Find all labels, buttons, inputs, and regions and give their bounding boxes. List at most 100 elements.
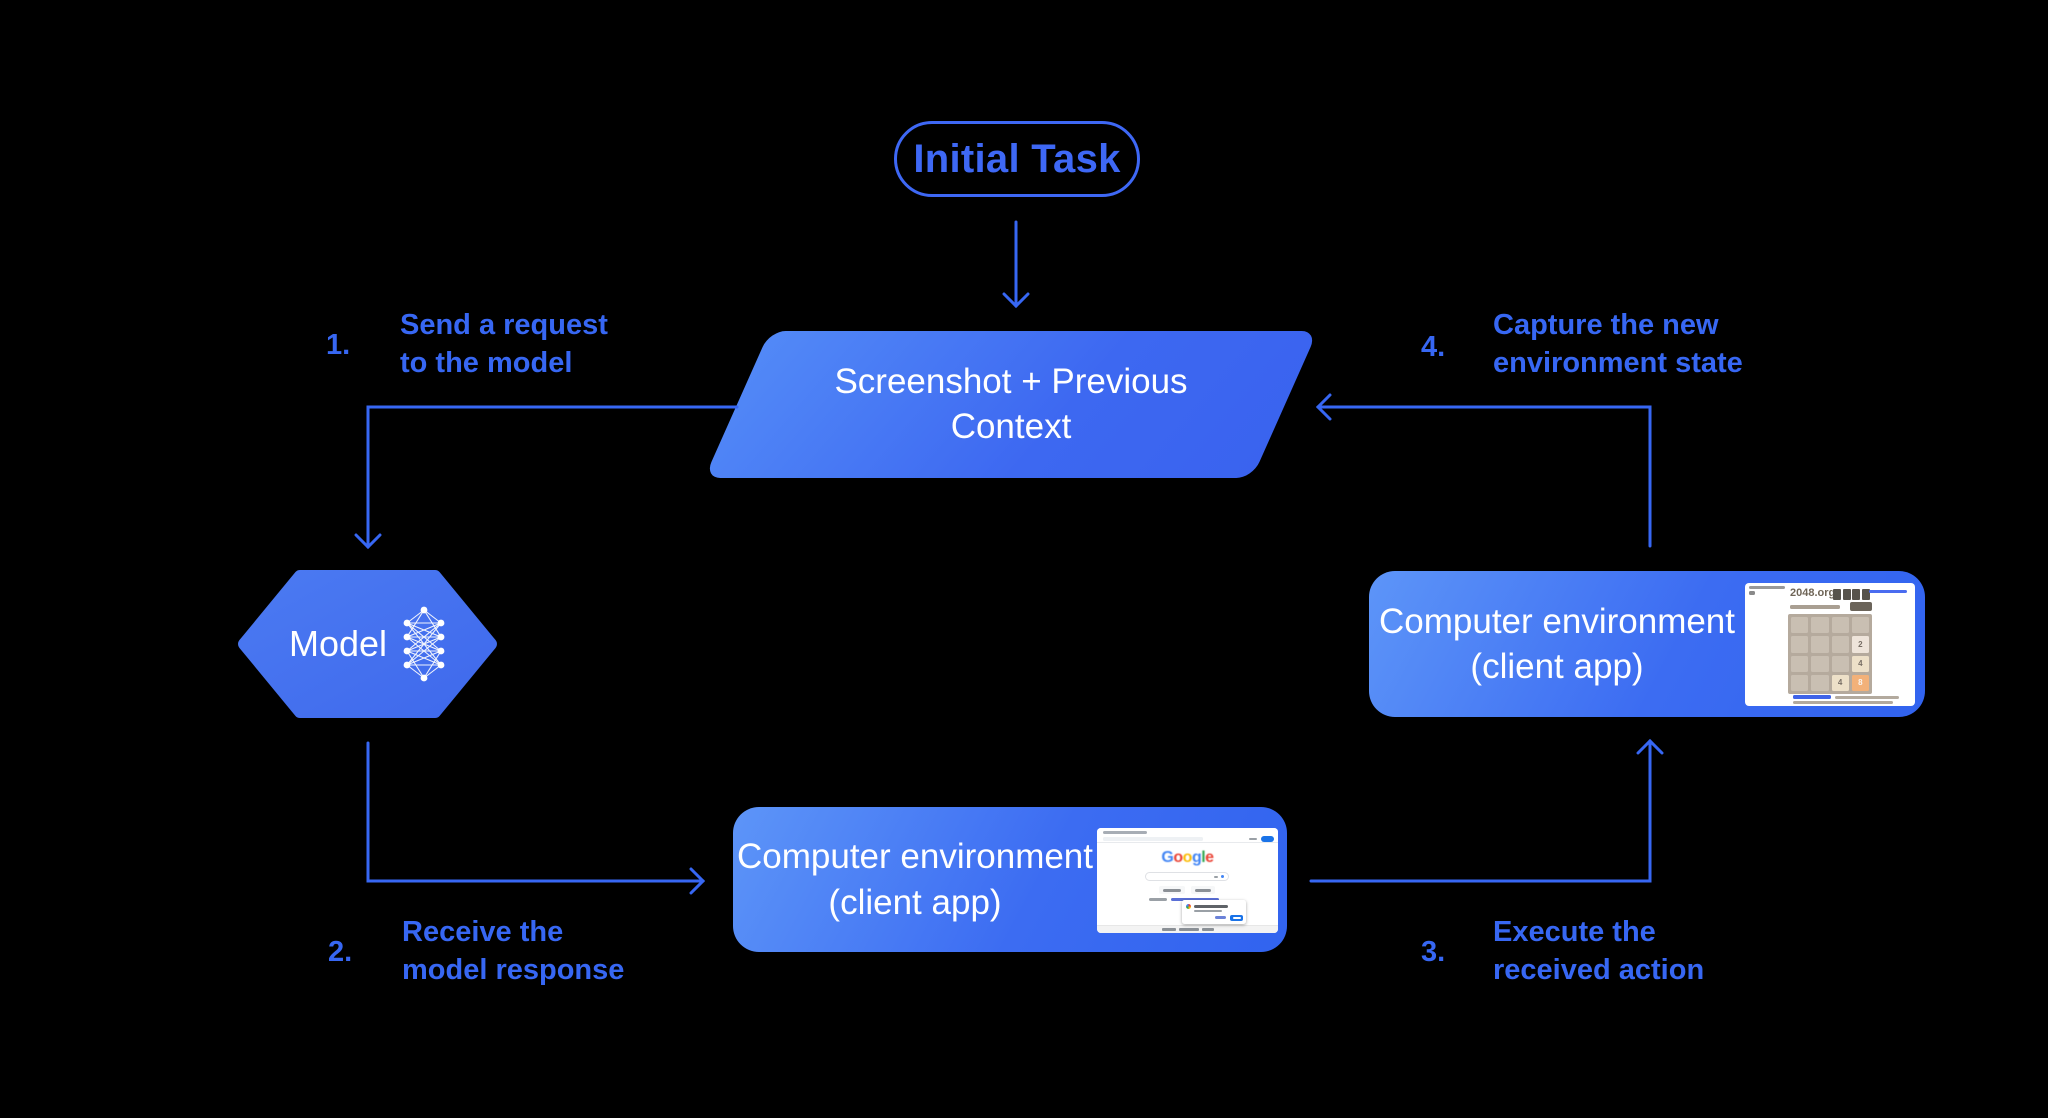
header-links (1869, 590, 1907, 593)
step-1-line1: Send a request (400, 309, 608, 341)
google-search-input (1145, 872, 1229, 881)
button-text (1163, 889, 1181, 892)
google-search-button (1159, 886, 1185, 894)
sign-in-button-text (1232, 916, 1241, 919)
google-logo-letter: e (1205, 849, 1214, 866)
empty-cell (1811, 674, 1829, 691)
env-right-line1: Computer environment (1379, 601, 1735, 641)
step-4-line2: environment state (1493, 347, 1743, 379)
footer-text (1835, 695, 1899, 699)
browser-profile-button (1261, 836, 1274, 842)
step-2-line1: Receive the (402, 916, 564, 948)
empty-cell (1791, 617, 1809, 634)
browser-address-bar (1103, 837, 1203, 841)
step-1-number: 1. (326, 329, 351, 361)
step-2-number: 2. (328, 936, 353, 968)
initial-task-node: Initial Task (894, 121, 1140, 197)
google-search-screenshot: Google (1097, 828, 1278, 933)
arrowhead-right (689, 867, 706, 895)
env-right-line2: (client app) (1470, 647, 1644, 686)
model-label: Model (288, 623, 388, 664)
offered-in-links (1171, 898, 1219, 901)
new-game-button (1850, 602, 1872, 611)
google-logo: Google (1097, 849, 1278, 867)
step-2-label: Receive the model response (402, 913, 624, 989)
google-logo-letter: g (1191, 849, 1202, 866)
arrow-context-to-model (366, 405, 739, 549)
arrow-model-to-env (366, 741, 705, 883)
step-3-label: Execute the received action (1493, 913, 1704, 989)
step-1-line2: to the model (400, 347, 573, 379)
footer-link (1178, 928, 1199, 931)
empty-cell (1811, 617, 1829, 634)
initial-task-label: Initial Task (913, 136, 1121, 181)
tile-4: 4 (1831, 674, 1849, 691)
dialog-no-thanks-button (1215, 916, 1226, 919)
tile-8: 8 (1851, 674, 1869, 691)
screenshot-context-line1: Screenshot + Previous (834, 361, 1188, 401)
arrow-env-to-context (1316, 405, 1652, 548)
footer-link (1201, 928, 1214, 931)
browser-tab-bar (1097, 828, 1278, 843)
step-3-line2: received action (1493, 954, 1705, 986)
footer-link-blue (1793, 695, 1831, 699)
dialog-text-line (1194, 905, 1228, 908)
computer-environment-label-right: Computer environment (client app) (1369, 571, 1745, 717)
step-2-line2: model response (402, 954, 625, 986)
step-3-number: 3. (1421, 936, 1446, 968)
empty-cell (1791, 655, 1809, 672)
empty-cell (1831, 655, 1849, 672)
dialog-sign-in-button (1230, 914, 1243, 921)
empty-cell (1851, 617, 1869, 634)
empty-cell (1831, 636, 1849, 653)
button-text (1195, 889, 1211, 892)
empty-cell (1811, 636, 1829, 653)
hamburger-icon (1749, 591, 1755, 595)
tile-4: 4 (1851, 655, 1869, 672)
screenshot-context-label: Screenshot + Previous Context (737, 331, 1285, 478)
google-footer (1097, 925, 1278, 933)
computer-environment-label-bottom: Computer environment (client app) (733, 807, 1097, 952)
step-3-line1: Execute the (1493, 916, 1656, 948)
empty-cell (1811, 655, 1829, 672)
env-bottom-line1: Computer environment (737, 837, 1093, 876)
empty-cell (1831, 617, 1849, 634)
step-4-line1: Capture the new (1493, 309, 1719, 341)
google-logo-letter: o (1182, 849, 1193, 866)
footer-link (1161, 928, 1176, 931)
google-logo-letter: l (1201, 849, 1206, 866)
arrowhead-down (1002, 292, 1030, 309)
google-logo-letter: G (1161, 849, 1174, 866)
empty-cell (1791, 636, 1809, 653)
score-boxes (1833, 589, 1870, 600)
step-4-number: 4. (1421, 331, 1446, 363)
keyboard-icon (1214, 875, 1218, 878)
arrowhead-left (1315, 393, 1332, 421)
screenshot-context-line2: Context (950, 406, 1072, 446)
instructions-text (1790, 605, 1840, 609)
step-1-label: Send a request to the model (400, 306, 608, 382)
google-logo-letter: o (1173, 849, 1183, 866)
offered-in-text (1149, 898, 1167, 901)
browser-tab-title (1103, 831, 1147, 834)
browser-menu-icon (1249, 837, 1257, 840)
empty-cell (1791, 674, 1809, 691)
google-g-icon (1186, 904, 1191, 909)
arrow-env-to-env (1309, 739, 1652, 883)
tile-2: 2 (1851, 636, 1869, 653)
mic-icon (1221, 875, 1224, 878)
env-bottom-line2: (client app) (828, 882, 1002, 922)
model-node (238, 570, 497, 718)
browser-url-text (1749, 586, 1785, 589)
neural-network-icon (403, 606, 445, 682)
arrowhead-down (354, 533, 382, 550)
arrowhead-up (1636, 738, 1664, 755)
sign-in-dialog (1182, 900, 1246, 924)
step-4-label: Capture the new environment state (1493, 306, 1743, 382)
game-title: 2048.org (1790, 587, 1836, 599)
model-node-content: Model (238, 570, 497, 718)
footer-text (1793, 701, 1893, 704)
